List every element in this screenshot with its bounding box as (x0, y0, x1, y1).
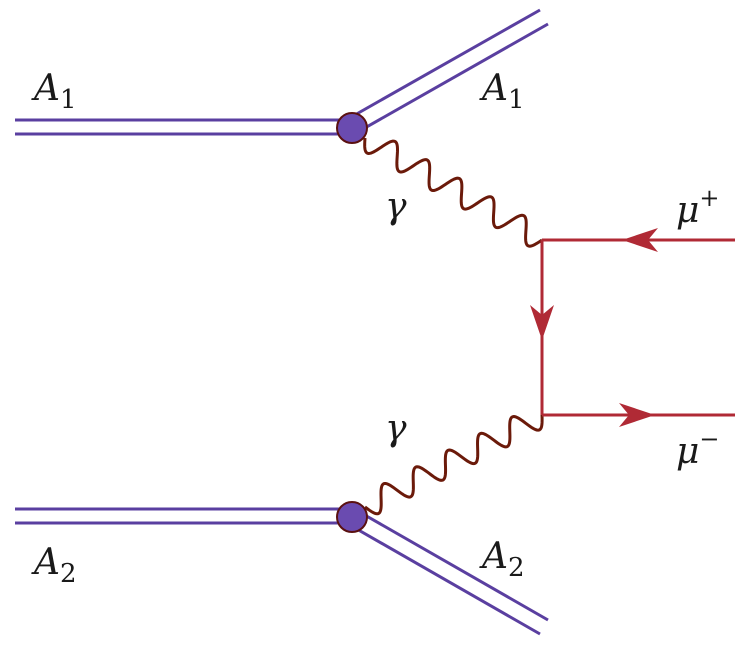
label-gamma-bottom: γ (385, 408, 407, 449)
label-gamma-top: γ (385, 186, 407, 227)
label-a1-incoming: A1 (31, 68, 77, 115)
label-a2-outgoing: A2 (479, 536, 525, 583)
label-a2-incoming: A2 (31, 542, 77, 589)
muon-line-exchange (530, 240, 554, 415)
photon-line-bottom (364, 414, 544, 516)
arrow-down-icon (530, 305, 554, 340)
label-a1-outgoing: A1 (479, 68, 525, 115)
arrow-right-icon (619, 403, 655, 427)
nucleus-line-in-bottom (15, 507, 350, 525)
label-mu-plus: μ+ (676, 184, 720, 231)
arrow-left-icon (622, 228, 658, 252)
vertex-top (336, 112, 368, 144)
vertex-bottom (336, 501, 368, 533)
nucleus-line-in-top (15, 118, 350, 136)
photon-line-top (363, 137, 543, 248)
nucleus-line-out-top (345, 8, 549, 135)
nucleus-line-out-bottom (347, 508, 549, 636)
muon-line-plus (542, 228, 735, 252)
muon-line-minus (542, 403, 735, 427)
label-mu-minus: μ− (676, 425, 720, 472)
